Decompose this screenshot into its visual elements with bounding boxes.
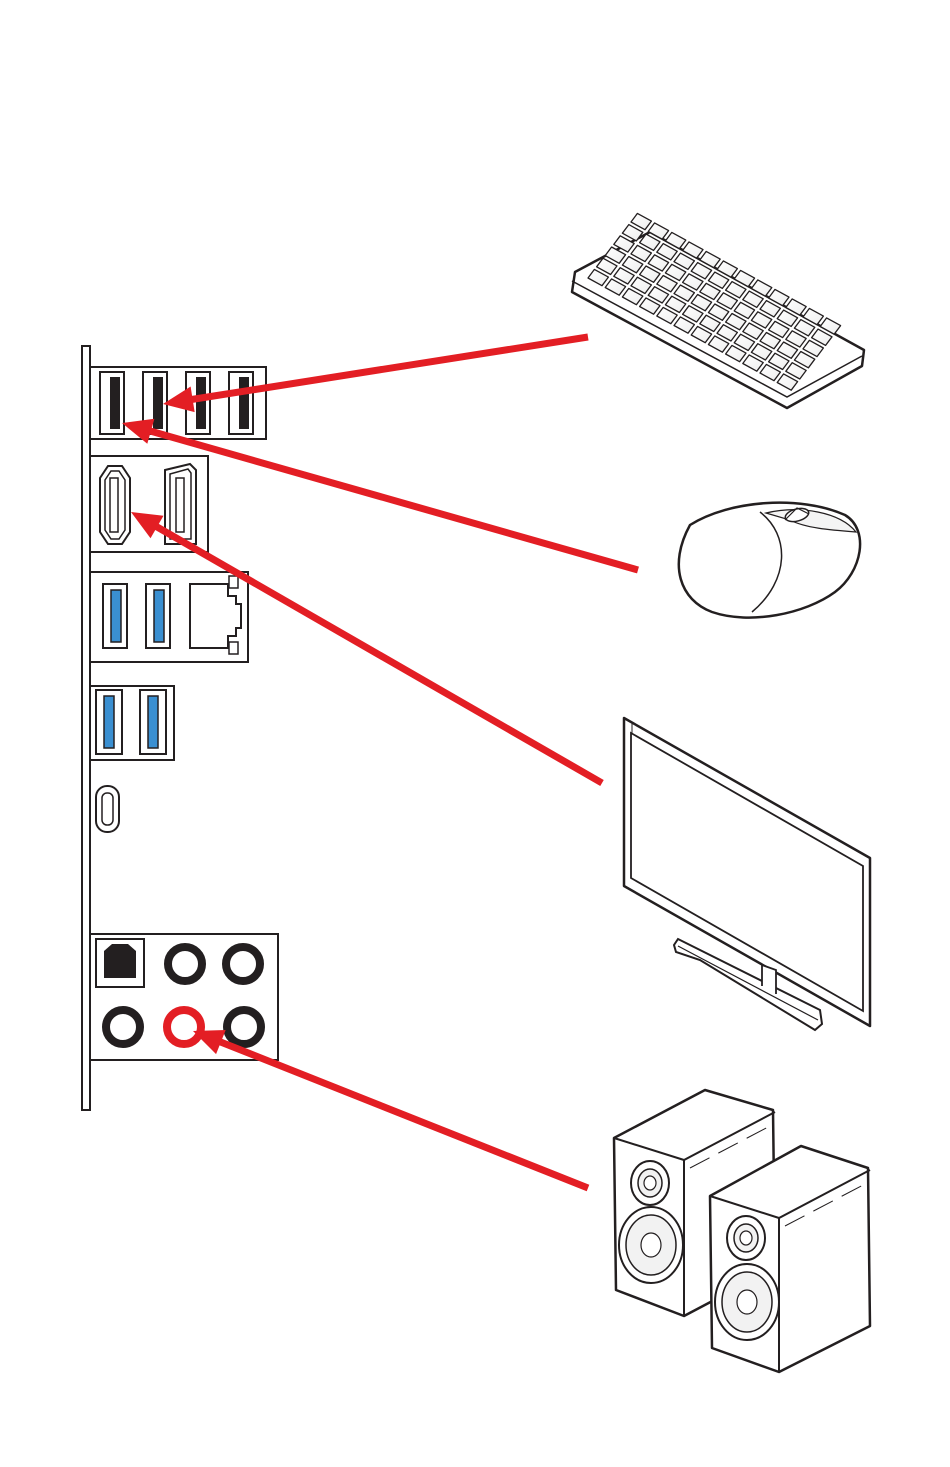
audio-jack[interactable] bbox=[226, 947, 260, 981]
speakers-icon bbox=[614, 1090, 870, 1372]
optical-spdif-port[interactable] bbox=[96, 939, 144, 987]
usb-3-lan-ports bbox=[90, 572, 248, 662]
audio-jack[interactable] bbox=[227, 1010, 261, 1044]
usb-2-0-port[interactable] bbox=[229, 372, 253, 434]
audio-jack[interactable] bbox=[106, 1010, 140, 1044]
hdmi-displayport-ports bbox=[90, 456, 208, 552]
audio-line-out-jack[interactable] bbox=[167, 1010, 201, 1044]
usb-2-0-port[interactable] bbox=[100, 372, 124, 434]
audio-jacks bbox=[90, 934, 278, 1060]
arrow-shaft bbox=[149, 431, 638, 570]
usb-type-c-port[interactable] bbox=[96, 786, 119, 832]
monitor-icon bbox=[624, 718, 870, 1030]
usb-3-port[interactable] bbox=[140, 690, 166, 754]
hdmi-port[interactable] bbox=[100, 466, 130, 544]
audio-jack[interactable] bbox=[168, 947, 202, 981]
lan-port[interactable] bbox=[190, 576, 241, 654]
arrow-shaft bbox=[219, 1041, 588, 1188]
keyboard-icon bbox=[572, 213, 864, 408]
io-shield-edge bbox=[82, 346, 90, 1110]
usb-3-port[interactable] bbox=[96, 690, 122, 754]
usb-3-port[interactable] bbox=[103, 584, 127, 648]
usb-3-port[interactable] bbox=[146, 584, 170, 648]
speakers-to-line-out-arrow bbox=[193, 1030, 588, 1188]
mouse-icon bbox=[679, 503, 860, 618]
usb-3-ports bbox=[90, 686, 174, 760]
